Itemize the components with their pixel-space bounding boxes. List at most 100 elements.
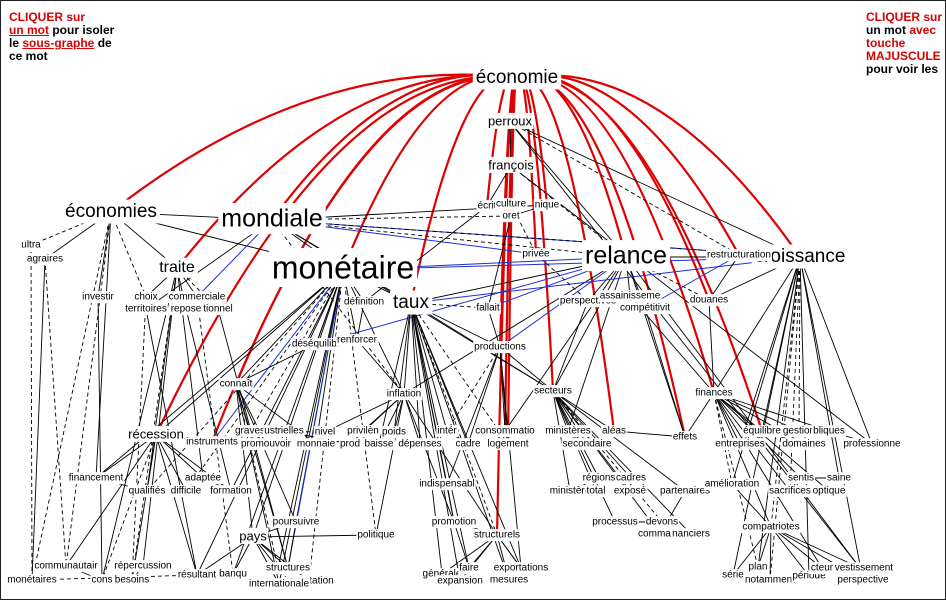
node-traite[interactable]: traite (156, 257, 198, 278)
node-serie[interactable]: série (721, 569, 746, 582)
node-privilege[interactable]: privilèn (346, 425, 380, 438)
node-ministere[interactable]: ministère (548, 485, 592, 498)
node-desequilibre[interactable]: déséquilibr (290, 338, 342, 351)
node-adaptee[interactable]: adaptée (183, 472, 223, 485)
node-restructuration[interactable]: restructuration (706, 249, 772, 262)
node-graves[interactable]: graves (233, 425, 267, 438)
node-mondiale[interactable]: mondiale (218, 203, 326, 235)
node-tionnel[interactable]: tionnel (202, 303, 234, 316)
node-ultra[interactable]: ultra (20, 239, 43, 252)
node-mesures[interactable]: mesures (488, 574, 530, 587)
node-monnaie[interactable]: monnaie (295, 438, 337, 451)
node-croissance[interactable]: croissance (751, 244, 849, 269)
node-sentis[interactable]: sentis (786, 472, 816, 485)
node-poids[interactable]: poids (381, 426, 407, 439)
node-sacrifices[interactable]: sacrifices (768, 485, 812, 498)
node-monetaires[interactable]: monétaires (6, 574, 58, 587)
node-niveau[interactable]: nivel (313, 426, 337, 439)
node-secteurs[interactable]: secteurs (533, 385, 573, 398)
node-ecrit[interactable]: écrit (476, 200, 498, 213)
node-competitivite[interactable]: compétitivit (618, 302, 672, 315)
node-financiers[interactable]: nanciers (671, 528, 711, 541)
node-secteur[interactable]: cteur (809, 562, 835, 575)
node-ministeres[interactable]: ministères (544, 425, 592, 438)
node-publiques[interactable]: bliques (812, 425, 846, 438)
node-choix[interactable]: choix (133, 291, 159, 304)
node-partenaires[interactable]: partenaires (658, 485, 712, 498)
node-indispensable[interactable]: indispensabl (418, 478, 476, 491)
node-cadre[interactable]: cadre (454, 438, 482, 451)
node-plan[interactable]: plan (747, 561, 769, 574)
node-monetaire[interactable]: monétaire (268, 247, 418, 287)
node-territoires[interactable]: territoires (124, 303, 168, 316)
node-perspective[interactable]: perspective (836, 574, 891, 587)
node-aleas[interactable]: aléas (601, 425, 627, 438)
node-professionne[interactable]: professionne (842, 438, 903, 451)
node-investir[interactable]: investir (81, 291, 116, 304)
node-depenses[interactable]: dépenses (397, 438, 443, 451)
node-connait[interactable]: connaît (218, 378, 254, 391)
node-pays[interactable]: pays (238, 527, 269, 544)
node-logement[interactable]: logement (486, 438, 530, 451)
node-taux[interactable]: taux (390, 290, 433, 315)
node-devons[interactable]: devons (644, 516, 680, 529)
node-investissement[interactable]: investissement (825, 562, 895, 575)
node-instruments[interactable]: instruments (185, 436, 239, 449)
node-qualifies[interactable]: qualifiés (127, 485, 167, 498)
node-definition[interactable]: définition (342, 296, 386, 309)
node-formation[interactable]: formation (209, 485, 253, 498)
node-processus[interactable]: processus (591, 516, 639, 529)
node-repose[interactable]: repose (169, 303, 203, 316)
node-finances[interactable]: finances (694, 387, 734, 400)
node-internationale[interactable]: internationale (247, 578, 311, 591)
node-recession[interactable]: récession (127, 425, 185, 442)
node-besoins[interactable]: besoins (113, 574, 151, 587)
node-notamment[interactable]: notamment (743, 574, 797, 587)
node-francois[interactable]: françois (487, 156, 536, 173)
node-saine[interactable]: saine (826, 472, 853, 485)
node-structurels[interactable]: structurels (472, 529, 522, 542)
node-domaines[interactable]: domaines (781, 438, 827, 451)
node-cons[interactable]: cons (90, 574, 114, 587)
node-promouvoir[interactable]: promouvoir (239, 438, 293, 451)
node-oret[interactable]: oret (501, 210, 521, 223)
node-banque[interactable]: banqu (218, 568, 248, 581)
node-amelioration[interactable]: amélioration (703, 478, 761, 491)
node-resultant[interactable]: résultant (176, 569, 218, 582)
node-relance[interactable]: relance (582, 240, 670, 272)
node-regions[interactable]: régions (581, 472, 617, 485)
node-entreprises[interactable]: entreprises (714, 438, 766, 451)
node-consommation[interactable]: consommatio (474, 425, 537, 438)
node-optique[interactable]: optique (811, 485, 847, 498)
node-productions[interactable]: productions (473, 341, 527, 354)
node-commerciale[interactable]: commerciale (167, 291, 227, 304)
node-secondaire[interactable]: secondaire (561, 438, 613, 451)
node-industrielles[interactable]: ustrielles (263, 425, 305, 438)
node-expose[interactable]: exposé (612, 485, 648, 498)
node-inflation[interactable]: inflation (385, 388, 423, 401)
node-baisse[interactable]: baisse (363, 438, 395, 451)
node-promotion[interactable]: promotion (430, 516, 478, 529)
node-renforcer[interactable]: renforcer (335, 334, 379, 347)
node-financement[interactable]: financement (67, 472, 125, 485)
node-structures[interactable]: structures (265, 562, 311, 575)
node-compatriotes[interactable]: compatriotes (741, 521, 801, 534)
node-poursuivre[interactable]: poursuivre (271, 516, 321, 529)
node-assainissement[interactable]: assainisseme (598, 290, 662, 303)
node-economie[interactable]: économie (472, 65, 562, 90)
node-communautaire[interactable]: communautair (33, 560, 100, 573)
node-repercussion[interactable]: répercussion (113, 560, 173, 573)
node-nique[interactable]: nique (533, 199, 561, 212)
node-agraires[interactable]: agraires (25, 253, 65, 266)
node-cadres[interactable]: cadres (614, 472, 648, 485)
node-effets[interactable]: effets (671, 431, 699, 444)
node-total[interactable]: total (585, 485, 607, 498)
node-expansion[interactable]: expansion (436, 575, 484, 588)
node-economies[interactable]: économies (62, 199, 160, 224)
node-difficile[interactable]: difficile (169, 485, 203, 498)
node-faire[interactable]: faire (458, 562, 481, 575)
node-prod[interactable]: prod (338, 438, 362, 451)
node-privee[interactable]: privée (521, 248, 552, 261)
node-interet[interactable]: intér (436, 425, 459, 438)
node-equilibre[interactable]: équilibre (742, 425, 783, 438)
